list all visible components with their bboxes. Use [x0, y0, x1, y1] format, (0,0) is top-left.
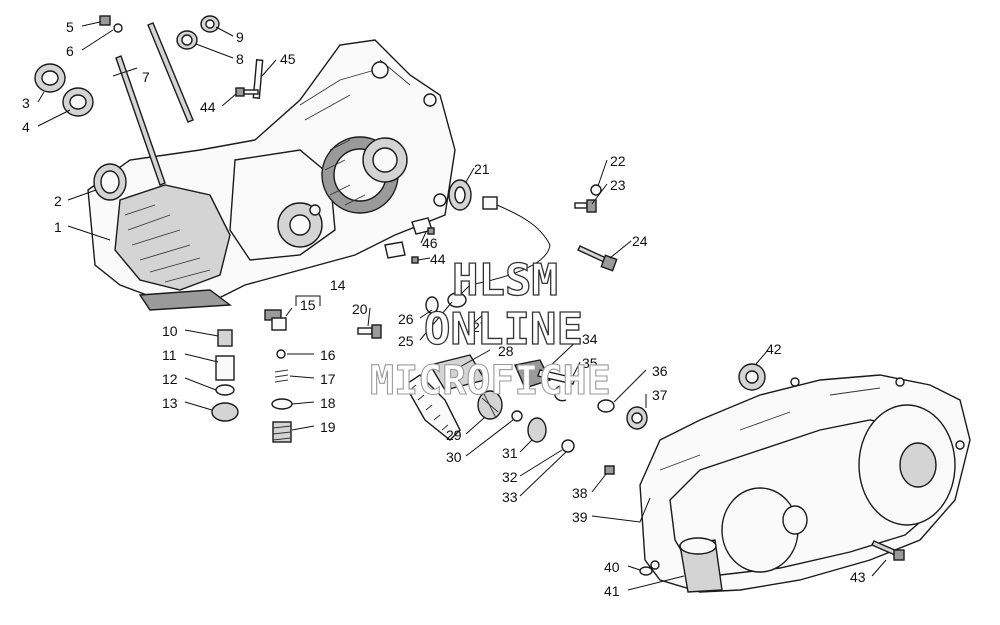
- callout-15: 15: [300, 297, 316, 313]
- callout-16: 16: [320, 347, 336, 363]
- callout-44-upper: 44: [200, 99, 216, 115]
- callout-11: 11: [162, 347, 177, 363]
- callout-18: 18: [320, 395, 336, 411]
- plug-19: [272, 421, 292, 443]
- callout-20: 20: [352, 301, 368, 317]
- bearing-4: [62, 87, 94, 117]
- callout-23: 23: [610, 177, 626, 193]
- callout-9: 9: [236, 29, 244, 45]
- crankcase-gear-hub: [321, 136, 408, 214]
- callout-22: 22: [610, 153, 626, 169]
- callout-43: 43: [850, 569, 866, 585]
- spring-17: [274, 369, 289, 383]
- callout-46: 46: [422, 235, 438, 251]
- callout-33: 33: [502, 489, 518, 505]
- strainer-stack: [211, 329, 239, 422]
- stud-7: [115, 22, 194, 186]
- drain-plug-15: [264, 309, 287, 331]
- callout-45: 45: [280, 51, 296, 67]
- callout-17: 17: [320, 371, 336, 387]
- ball-16: [276, 349, 286, 359]
- watermark: HLSM ONLINE MICROFICHE: [369, 254, 611, 404]
- callout-21: 21: [474, 161, 490, 177]
- watermark-line-2: ONLINE: [424, 304, 583, 355]
- watermark-line-1: HLSM: [452, 255, 558, 306]
- callout-29: 29: [446, 427, 462, 443]
- seal-8: [176, 30, 198, 50]
- callout-27: 27: [472, 319, 488, 335]
- callout-28: 28: [498, 343, 514, 359]
- kick-shaft-assembly: [404, 296, 576, 453]
- callout-35: 35: [582, 355, 598, 371]
- callout-34: 34: [582, 331, 598, 347]
- ring-40: [639, 566, 653, 576]
- oil-seal-21: [448, 179, 472, 211]
- callout-39: 39: [572, 509, 588, 525]
- callout-3: 3: [22, 95, 30, 111]
- callout-13: 13: [162, 395, 178, 411]
- callout-32: 32: [502, 469, 518, 485]
- bearing-3: [34, 63, 66, 93]
- callout-40: 40: [604, 559, 620, 575]
- callout-36: 36: [652, 363, 668, 379]
- bolt-23: [574, 199, 597, 213]
- callout-6: 6: [66, 43, 74, 59]
- callout-31: 31: [502, 445, 518, 461]
- callout-4: 4: [22, 119, 30, 135]
- crankcase-left: [87, 39, 456, 311]
- callout-38: 38: [572, 485, 588, 501]
- bearing-42: [738, 363, 766, 391]
- washer-18: [271, 398, 293, 410]
- callout-1: 1: [54, 219, 62, 235]
- bolt-38: [604, 465, 615, 475]
- callout-10: 10: [162, 323, 178, 339]
- bolt-20: [357, 324, 382, 339]
- bolt-43: [871, 540, 905, 561]
- bolt-44-upper: [235, 87, 259, 97]
- washer-22: [590, 184, 602, 196]
- sensor-harness: [447, 196, 551, 308]
- callout-5: 5: [66, 19, 74, 35]
- callout-12: 12: [162, 371, 178, 387]
- bolt-24: [577, 245, 618, 272]
- callout-8: 8: [236, 51, 244, 67]
- callout-19: 19: [320, 419, 336, 435]
- washer-36: [597, 399, 615, 413]
- clutch-cover: [639, 374, 971, 593]
- callout-numbers: 5 6 9 8 7 45 3 4 44 2 1 21 22 23 24 46 4…: [22, 19, 866, 599]
- callout-2: 2: [54, 193, 62, 209]
- leader-lines: [37, 21, 887, 591]
- callout-7: 7: [142, 69, 150, 85]
- callout-24: 24: [632, 233, 648, 249]
- oil-seal-2: [93, 163, 127, 201]
- bolt-5: [99, 15, 123, 33]
- seal-9: [200, 15, 220, 33]
- watermark-line-3: MICROFICHE: [370, 358, 611, 404]
- callout-26: 26: [398, 311, 414, 327]
- bracket-46: [384, 217, 435, 264]
- callout-14: 14: [330, 277, 346, 293]
- callout-37: 37: [652, 387, 668, 403]
- callout-44-lower: 44: [430, 251, 446, 267]
- callout-41: 41: [604, 583, 620, 599]
- callout-25: 25: [398, 333, 414, 349]
- bearing-37: [626, 406, 648, 430]
- callout-30: 30: [446, 449, 462, 465]
- dowel-pin-45: [252, 59, 264, 99]
- callout-42: 42: [766, 341, 782, 357]
